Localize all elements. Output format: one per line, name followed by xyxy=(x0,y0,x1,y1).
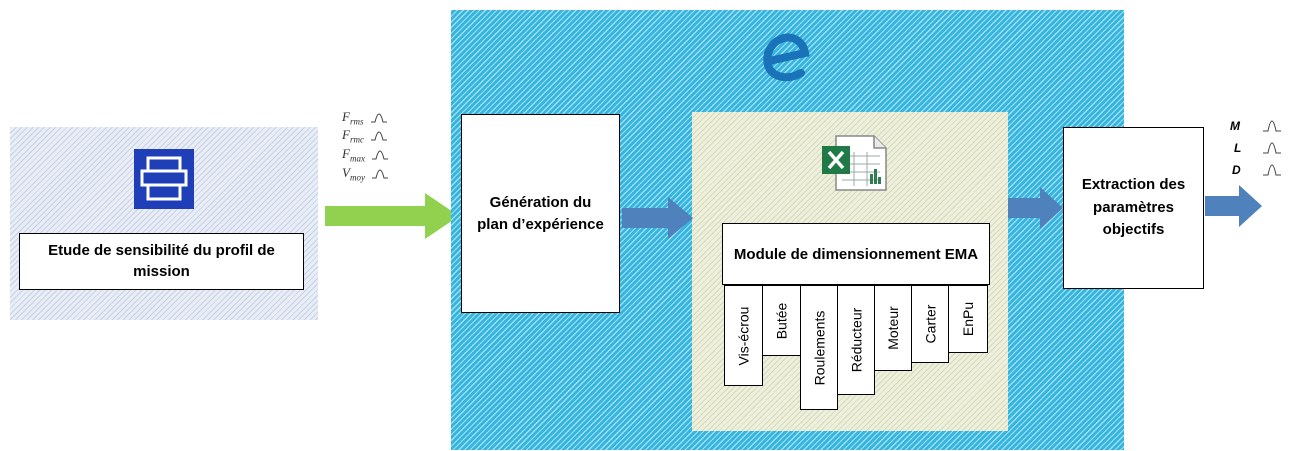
doe-generation-box: Génération du plan d’expérience xyxy=(461,114,620,313)
component-enpu: EnPu xyxy=(948,285,988,353)
component-carter: Carter xyxy=(911,285,949,363)
pulse-icon xyxy=(372,169,389,179)
pulse-icon xyxy=(371,131,388,141)
output-var-m: M xyxy=(1230,119,1240,133)
pulse-icon xyxy=(372,150,389,160)
doe-generation-label: Génération du plan d’expérience xyxy=(477,193,604,233)
blue-arrow-output xyxy=(1205,185,1262,227)
printer-icon xyxy=(134,149,194,209)
sensitivity-study-label: Etude de sensibilité du profil de missio… xyxy=(48,242,275,280)
sensitivity-study-box: Etude de sensibilité du profil de missio… xyxy=(19,233,304,290)
component-butee: Butée xyxy=(762,285,801,356)
sizing-module-title: Module de dimensionnement EMA xyxy=(733,245,979,263)
output-var-l: L xyxy=(1234,141,1242,155)
output-variables: M L D xyxy=(1230,117,1292,181)
input-var-fmax: Fmax xyxy=(342,146,389,164)
extraction-label: Extraction des paramètres objectifs xyxy=(1081,176,1186,239)
blue-arrow-doe-to-module xyxy=(622,197,693,239)
input-var-vmoy: Vmoy xyxy=(342,165,389,183)
excel-icon xyxy=(822,135,887,191)
e-logo-icon xyxy=(763,33,810,82)
component-roulements: Roulements xyxy=(800,285,838,410)
component-reducteur: Réducteur xyxy=(837,285,875,395)
component-vis-ecrou: Vis-écrou xyxy=(724,285,763,386)
pulse-icon xyxy=(370,113,387,123)
input-var-frms: Frms xyxy=(342,109,387,127)
blue-arrow-module-to-extraction xyxy=(1008,187,1063,229)
input-variables: Frms Frmc Fmax Vmoy xyxy=(332,109,412,189)
pulse-icon xyxy=(1263,142,1281,154)
component-moteur: Moteur xyxy=(874,285,912,371)
pulse-icon xyxy=(1263,164,1281,176)
sizing-module-title-box: Module de dimensionnement EMA xyxy=(722,223,990,285)
output-var-d: D xyxy=(1232,163,1241,177)
pulse-icon xyxy=(1263,120,1281,132)
input-var-frmc: Frmc xyxy=(342,127,388,145)
extraction-box: Extraction des paramètres objectifs xyxy=(1063,127,1204,289)
green-arrow xyxy=(325,193,459,239)
